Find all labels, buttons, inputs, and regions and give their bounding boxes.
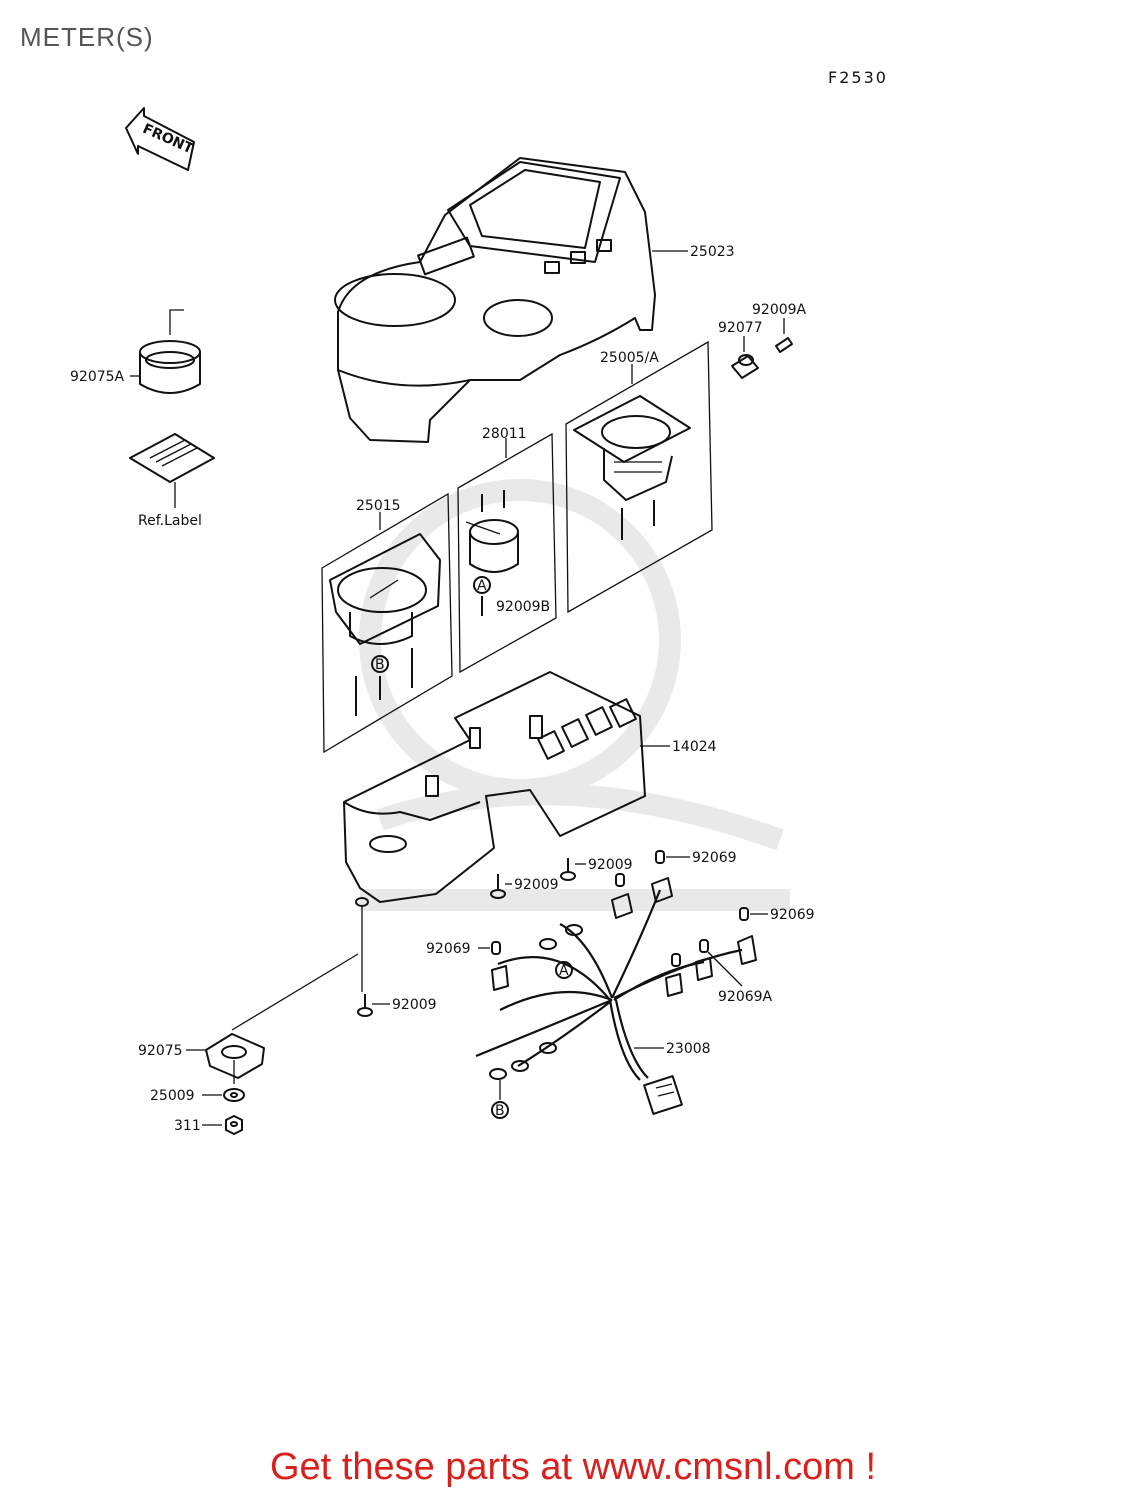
svg-text:B: B <box>495 1103 505 1119</box>
callout-a-harness: A <box>555 961 573 979</box>
part-label-92009A: 92009A <box>752 302 807 318</box>
part-label-92075A: 92075A <box>70 369 125 385</box>
meter-cover-25023 <box>334 157 656 443</box>
part-label-92077: 92077 <box>718 320 763 336</box>
speedometer-25015 <box>329 533 441 716</box>
bulb-92069-b <box>739 907 749 921</box>
mount-bracket-92075 <box>205 1033 265 1084</box>
footer-promo-text[interactable]: Get these parts at www.cmsnl.com ! <box>269 1446 877 1488</box>
part-label-92009B: 92009B <box>496 599 550 615</box>
part-label-311: 311 <box>174 1118 201 1134</box>
figure-code: F2530 <box>828 68 888 87</box>
indicator-unit-28011 <box>465 490 519 616</box>
screw-92009-b <box>490 874 506 899</box>
part-label-14024: 14024 <box>672 739 717 755</box>
part-label-92069A: 92069A <box>718 989 773 1005</box>
meter-case-14024 <box>343 671 646 907</box>
ref-label-text: Ref.Label <box>138 513 202 529</box>
part-label-92069-a: 92069 <box>692 850 737 866</box>
svg-text:A: A <box>477 578 487 594</box>
watermark-logo <box>359 479 790 911</box>
meter-ring-92075A <box>139 309 201 394</box>
bulb-92069-a <box>655 850 665 864</box>
washer-25009 <box>223 1088 245 1102</box>
part-label-92069-b: 92069 <box>770 907 815 923</box>
callout-a-upper: A <box>473 576 491 594</box>
bulb-92069A <box>615 873 709 967</box>
grommet-92077 <box>731 354 759 379</box>
svg-text:B: B <box>375 657 385 673</box>
page-title: METER(S) <box>20 22 154 52</box>
svg-text:A: A <box>559 963 569 979</box>
part-label-25015: 25015 <box>356 498 401 514</box>
tachometer-group-box <box>565 340 713 614</box>
screw-92009-a <box>560 858 576 881</box>
part-label-25023: 25023 <box>690 244 735 260</box>
part-label-92009-a: 92009 <box>588 857 633 873</box>
callout-b-upper: B <box>371 655 389 673</box>
tachometer-25005A <box>573 395 691 540</box>
callout-b-harness: B <box>491 1101 509 1119</box>
ref-label-sticker <box>129 433 215 508</box>
assembly-guide-line <box>231 953 359 1031</box>
nut-311 <box>225 1115 243 1135</box>
part-label-92009-b: 92009 <box>514 877 559 893</box>
bulb-92069-c <box>491 941 501 955</box>
part-label-25005A: 25005/A <box>600 350 659 366</box>
screw-92009A <box>775 318 793 353</box>
indicator-group-box <box>457 432 557 674</box>
part-label-23008: 23008 <box>666 1041 711 1057</box>
part-label-92009-c: 92009 <box>392 997 437 1013</box>
wiring-harness-23008 <box>475 877 757 1115</box>
screw-92009-c <box>357 994 373 1017</box>
part-label-92075: 92075 <box>138 1043 183 1059</box>
part-label-25009: 25009 <box>150 1088 195 1104</box>
part-label-28011: 28011 <box>482 426 527 442</box>
speedometer-group-box <box>321 492 453 754</box>
part-label-92069-c: 92069 <box>426 941 471 957</box>
front-arrow-icon: FRONT <box>125 107 196 171</box>
